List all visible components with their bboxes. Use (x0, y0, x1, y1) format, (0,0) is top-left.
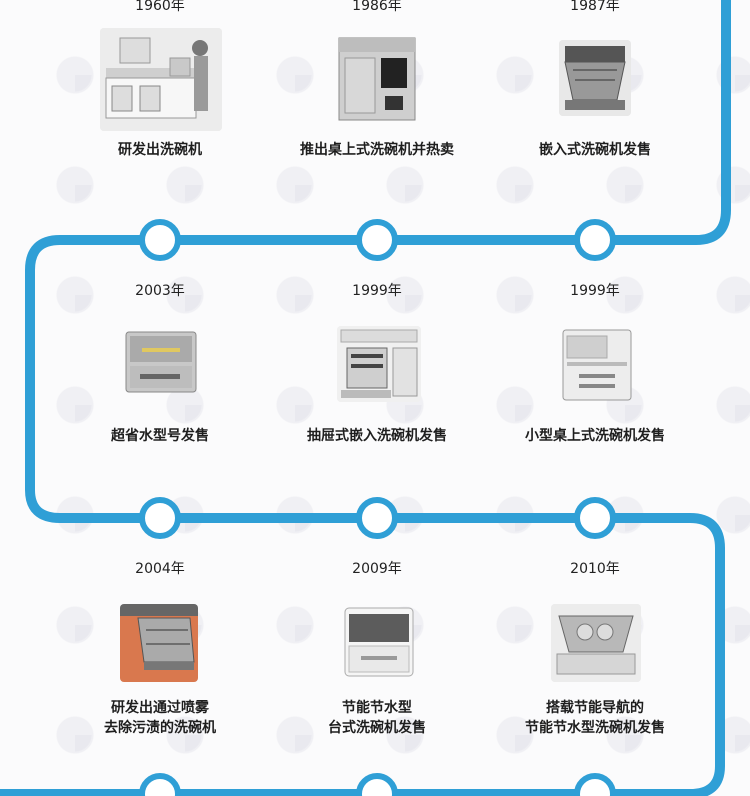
caption: 搭载节能导航的 节能节水型洗碗机发售 (525, 700, 665, 736)
timeline-node (356, 497, 398, 539)
timeline-node (139, 773, 181, 796)
kitchen-photo-icon (100, 28, 222, 131)
timeline-node (139, 497, 181, 539)
caption: 研发出洗碗机 (118, 142, 202, 158)
timeline-node (574, 497, 616, 539)
compact-dishwasher-icon (559, 326, 635, 404)
year-label: 2010年 (570, 561, 620, 577)
year-label: 1960年 (135, 0, 185, 14)
timeline-node (574, 219, 616, 261)
timeline-node (574, 773, 616, 796)
caption: 小型桌上式洗碗机发售 (525, 428, 665, 444)
timeline-nodes (139, 219, 616, 796)
builtin-dishwasher-icon (559, 40, 631, 116)
tabletop-dishwasher-icon (341, 604, 417, 680)
silver-dishwasher-icon (122, 328, 200, 396)
caption: 嵌入式洗碗机发售 (539, 142, 651, 158)
year-label: 1999年 (352, 283, 402, 299)
caption: 节能节水型 台式洗碗机发售 (328, 700, 426, 736)
caption: 超省水型号发售 (111, 428, 209, 444)
drawer-dishwasher-icon (337, 326, 421, 402)
year-label: 1999年 (570, 283, 620, 299)
year-label: 2004年 (135, 561, 185, 577)
countertop-dishwasher-icon (337, 36, 417, 122)
route-line (0, 0, 731, 796)
year-label: 1986年 (352, 0, 402, 14)
timeline-node (356, 773, 398, 796)
year-label: 1987年 (570, 0, 620, 14)
year-label: 2003年 (135, 283, 185, 299)
timeline-node (356, 219, 398, 261)
orange-kitchen-dishwasher-icon (120, 604, 198, 682)
timeline-node (139, 219, 181, 261)
caption: 研发出通过喷雾 去除污渍的洗碗机 (104, 700, 216, 736)
year-label: 2009年 (352, 561, 402, 577)
caption: 推出桌上式洗碗机并热卖 (300, 142, 454, 158)
caption: 抽屉式嵌入洗碗机发售 (307, 428, 447, 444)
navi-dishwasher-icon (551, 604, 641, 682)
